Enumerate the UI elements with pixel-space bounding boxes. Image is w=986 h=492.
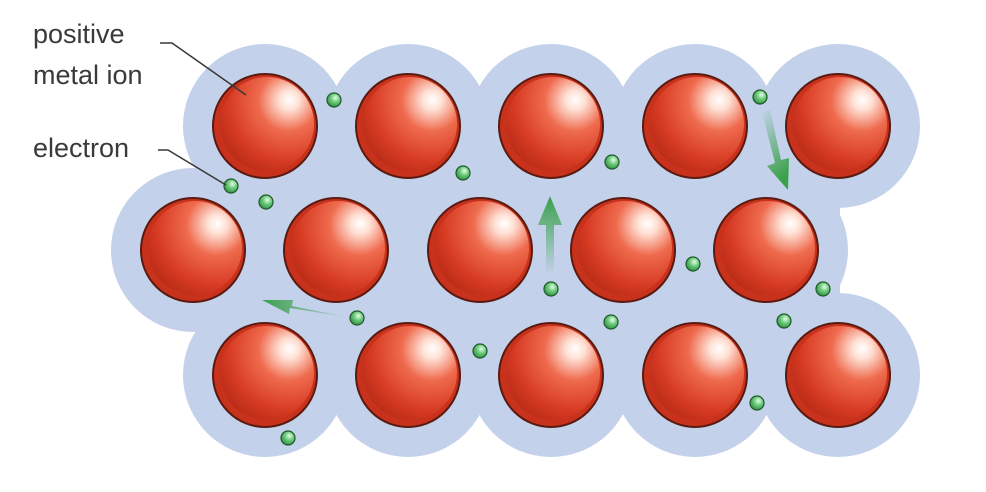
arrow-left bbox=[262, 300, 352, 318]
positive-metal-ion bbox=[785, 322, 891, 428]
positive-metal-ion bbox=[785, 73, 891, 179]
positive-metal-ion bbox=[498, 322, 604, 428]
electron-group bbox=[223, 89, 831, 446]
leader-line-electron bbox=[158, 149, 227, 186]
electron bbox=[815, 281, 831, 297]
leader-lines bbox=[158, 42, 247, 186]
leader-line-ion bbox=[160, 42, 247, 96]
labels: positive metal ion electron bbox=[33, 19, 143, 163]
positive-metal-ion bbox=[427, 197, 533, 303]
electron bbox=[749, 395, 765, 411]
positive-metal-ion bbox=[355, 73, 461, 179]
label-positive: positive bbox=[33, 19, 125, 49]
positive-metal-ion bbox=[212, 322, 318, 428]
electron-motion-arrows bbox=[262, 110, 789, 318]
electron bbox=[223, 178, 239, 194]
electron bbox=[685, 256, 701, 272]
ion-lattice bbox=[140, 73, 891, 428]
electron bbox=[258, 194, 274, 210]
arrow-down-right bbox=[762, 110, 789, 190]
positive-metal-ion bbox=[642, 322, 748, 428]
electron bbox=[280, 430, 296, 446]
positive-metal-ion bbox=[570, 197, 676, 303]
electron bbox=[543, 281, 559, 297]
electron bbox=[326, 92, 342, 108]
arrow-up bbox=[538, 196, 562, 274]
positive-metal-ion bbox=[212, 73, 318, 179]
electron bbox=[472, 343, 488, 359]
positive-metal-ion bbox=[140, 197, 246, 303]
electron bbox=[455, 165, 471, 181]
positive-metal-ion bbox=[498, 73, 604, 179]
positive-metal-ion bbox=[713, 197, 819, 303]
electron-sea bbox=[111, 44, 920, 457]
electron bbox=[752, 89, 768, 105]
positive-metal-ion bbox=[642, 73, 748, 179]
electron bbox=[349, 310, 365, 326]
electron bbox=[603, 314, 619, 330]
electron bbox=[604, 154, 620, 170]
label-electron: electron bbox=[33, 133, 129, 163]
electron bbox=[776, 313, 792, 329]
label-metal-ion: metal ion bbox=[33, 60, 143, 90]
positive-metal-ion bbox=[355, 322, 461, 428]
positive-metal-ion bbox=[283, 197, 389, 303]
